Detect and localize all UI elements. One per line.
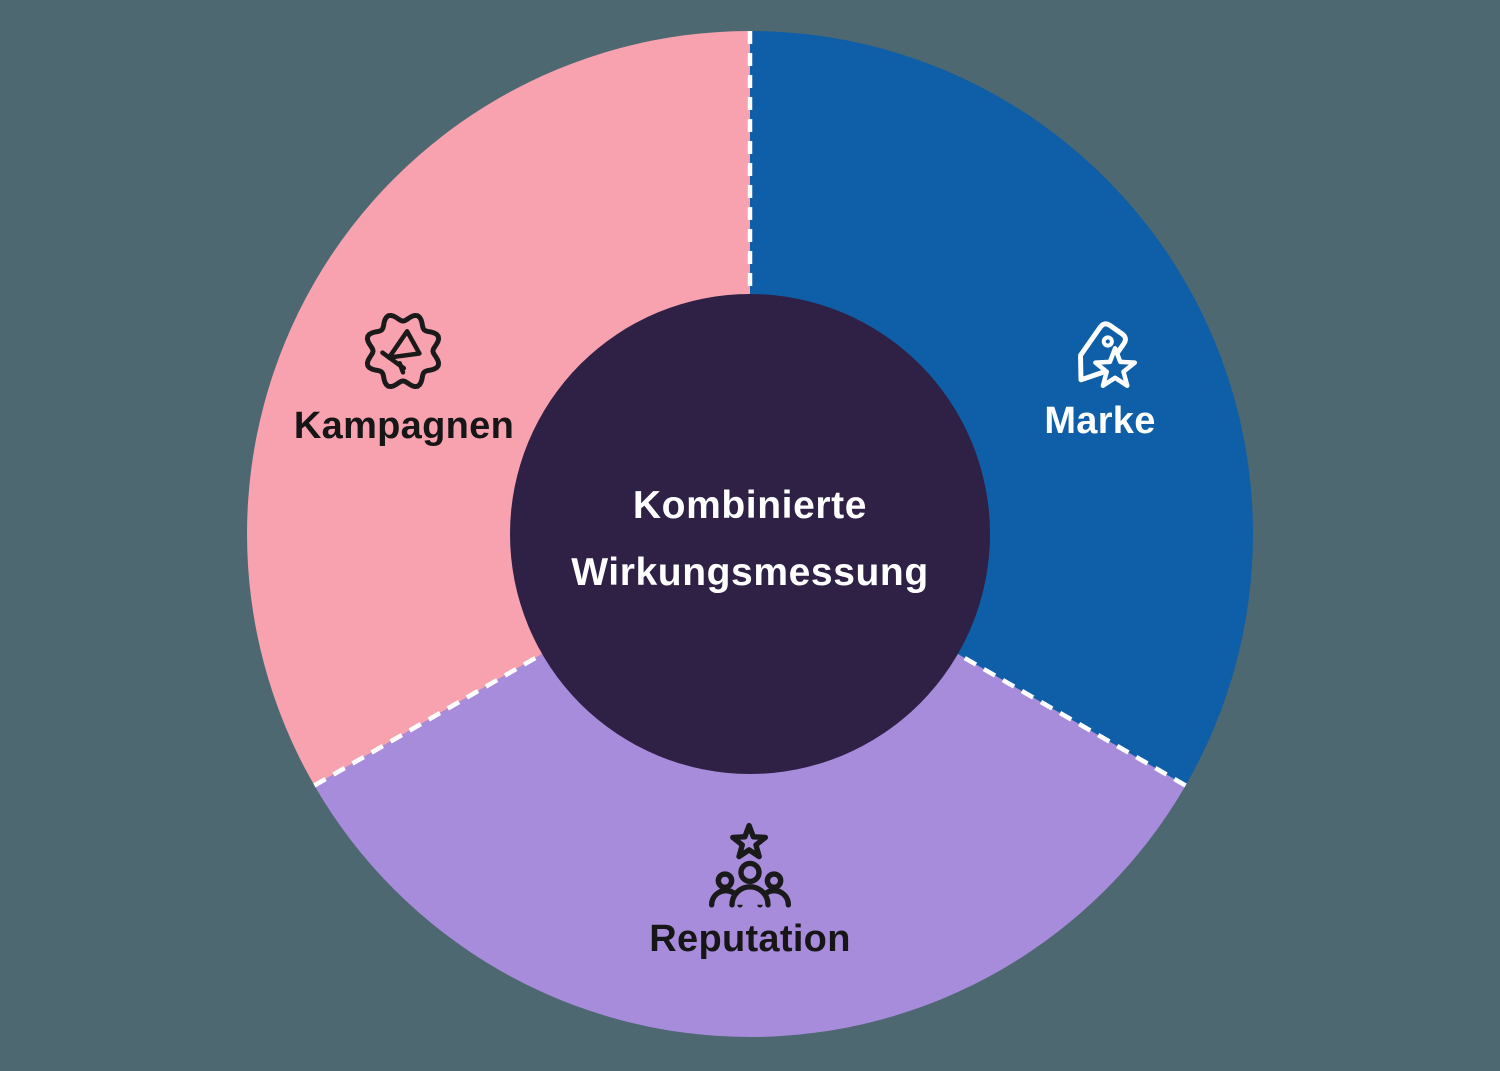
tag-star: [1093, 346, 1138, 388]
team-star-icon: [708, 822, 792, 908]
tag-shape: [1078, 321, 1128, 383]
center-circle: [510, 294, 990, 774]
person-right-head: [764, 871, 784, 891]
center-title-line1: Kombinierte: [632, 484, 868, 527]
person-left-head: [715, 871, 735, 891]
megaphone-handle: [397, 361, 406, 375]
tag-hole: [1101, 335, 1114, 348]
center-title-line2: Wirkungsmessung: [571, 551, 929, 594]
label-kampagnen: Kampagnen: [293, 405, 515, 447]
center-title: Kombinierte Wirkungsmessung: [450, 472, 1050, 606]
person-center-head: [738, 860, 762, 885]
megaphone-badge-icon: [364, 312, 442, 390]
badge-gear-shape: [364, 312, 442, 390]
segment-reputation: [314, 534, 1186, 1037]
label-marke: Marke: [1044, 400, 1156, 442]
tag-star-icon: [1078, 321, 1138, 388]
label-reputation: Reputation: [649, 918, 851, 960]
person-center-body: [729, 884, 771, 908]
reputation-star: [730, 822, 769, 860]
megaphone-cone: [386, 329, 422, 360]
